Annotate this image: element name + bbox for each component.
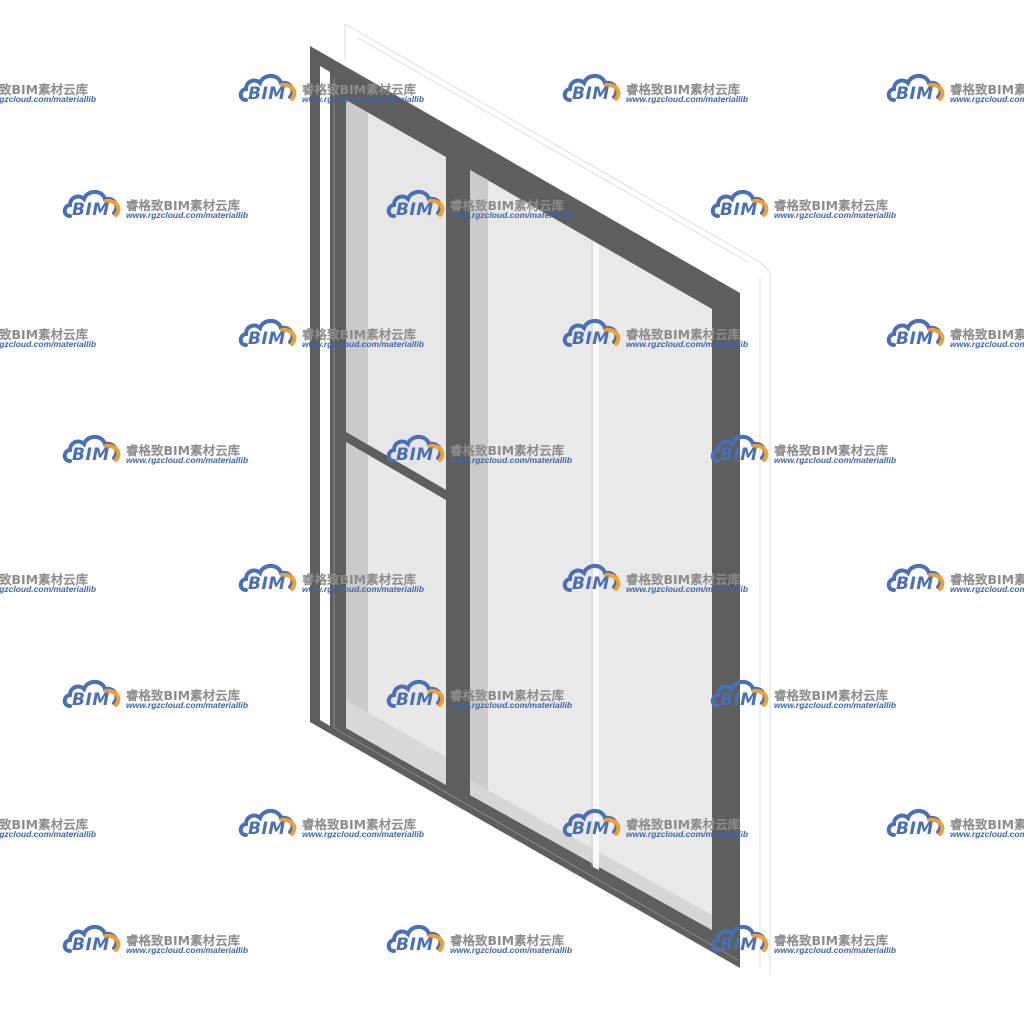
frame-inner-edge [333,78,739,961]
glass-right-sill [470,780,712,930]
frame-left-strip [320,66,330,726]
wall-opening-outline [344,23,771,975]
glass-right-shade [470,170,488,805]
glass-right [470,170,712,930]
glass-left-upper-shade [346,100,368,445]
glass-left-lower-shade [346,442,368,740]
sash-divider [593,242,599,870]
glass-left-lower-sill [346,700,446,785]
left-transom [346,432,446,500]
